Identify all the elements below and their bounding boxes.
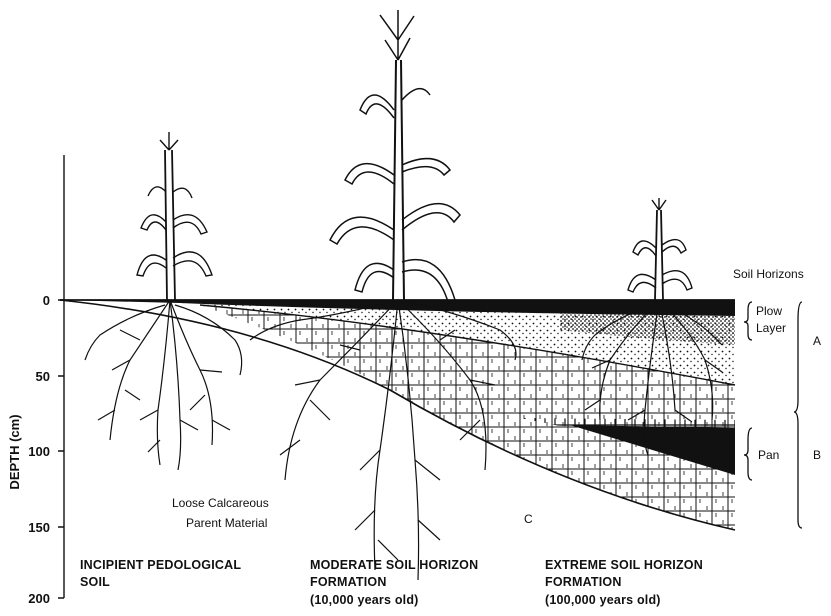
soil-profile [60, 300, 735, 530]
pan-label: Pan [758, 448, 779, 462]
corn-plant-moderate [250, 10, 516, 580]
axis-tick-50: 50 [36, 369, 50, 384]
parent-material-label-line2: Parent Material [186, 516, 267, 530]
stage-3-line1: EXTREME SOIL HORIZON [545, 558, 703, 572]
horizon-brackets [744, 302, 802, 528]
axis-label: DEPTH (cm) [7, 414, 22, 489]
horizon-a-label: A [813, 334, 821, 348]
axis-tick-0: 0 [43, 293, 50, 308]
stage-1-line1: INCIPIENT PEDOLOGICAL [80, 558, 241, 572]
plow-layer-label-line2: Layer [756, 321, 786, 335]
horizon-b-label: B [813, 448, 821, 462]
plow-layer-label-line1: Plow [756, 304, 782, 318]
depth-axis [58, 155, 64, 598]
stage-2-line3: (10,000 years old) [310, 593, 419, 607]
stage-2-line2: FORMATION [310, 575, 387, 589]
parent-material-label-line1: Loose Calcareous [172, 496, 269, 510]
stage-2-line1: MODERATE SOIL HORIZON [310, 558, 478, 572]
stage-3-line3: (100,000 years old) [545, 593, 661, 607]
axis-tick-200: 200 [28, 591, 50, 606]
soil-horizons-title: Soil Horizons [733, 267, 804, 281]
horizon-c-label: C [524, 512, 533, 526]
stage-3-line2: FORMATION [545, 575, 622, 589]
axis-tick-150: 150 [28, 520, 50, 535]
axis-tick-100: 100 [28, 444, 50, 459]
stage-1-line2: SOIL [80, 575, 110, 589]
